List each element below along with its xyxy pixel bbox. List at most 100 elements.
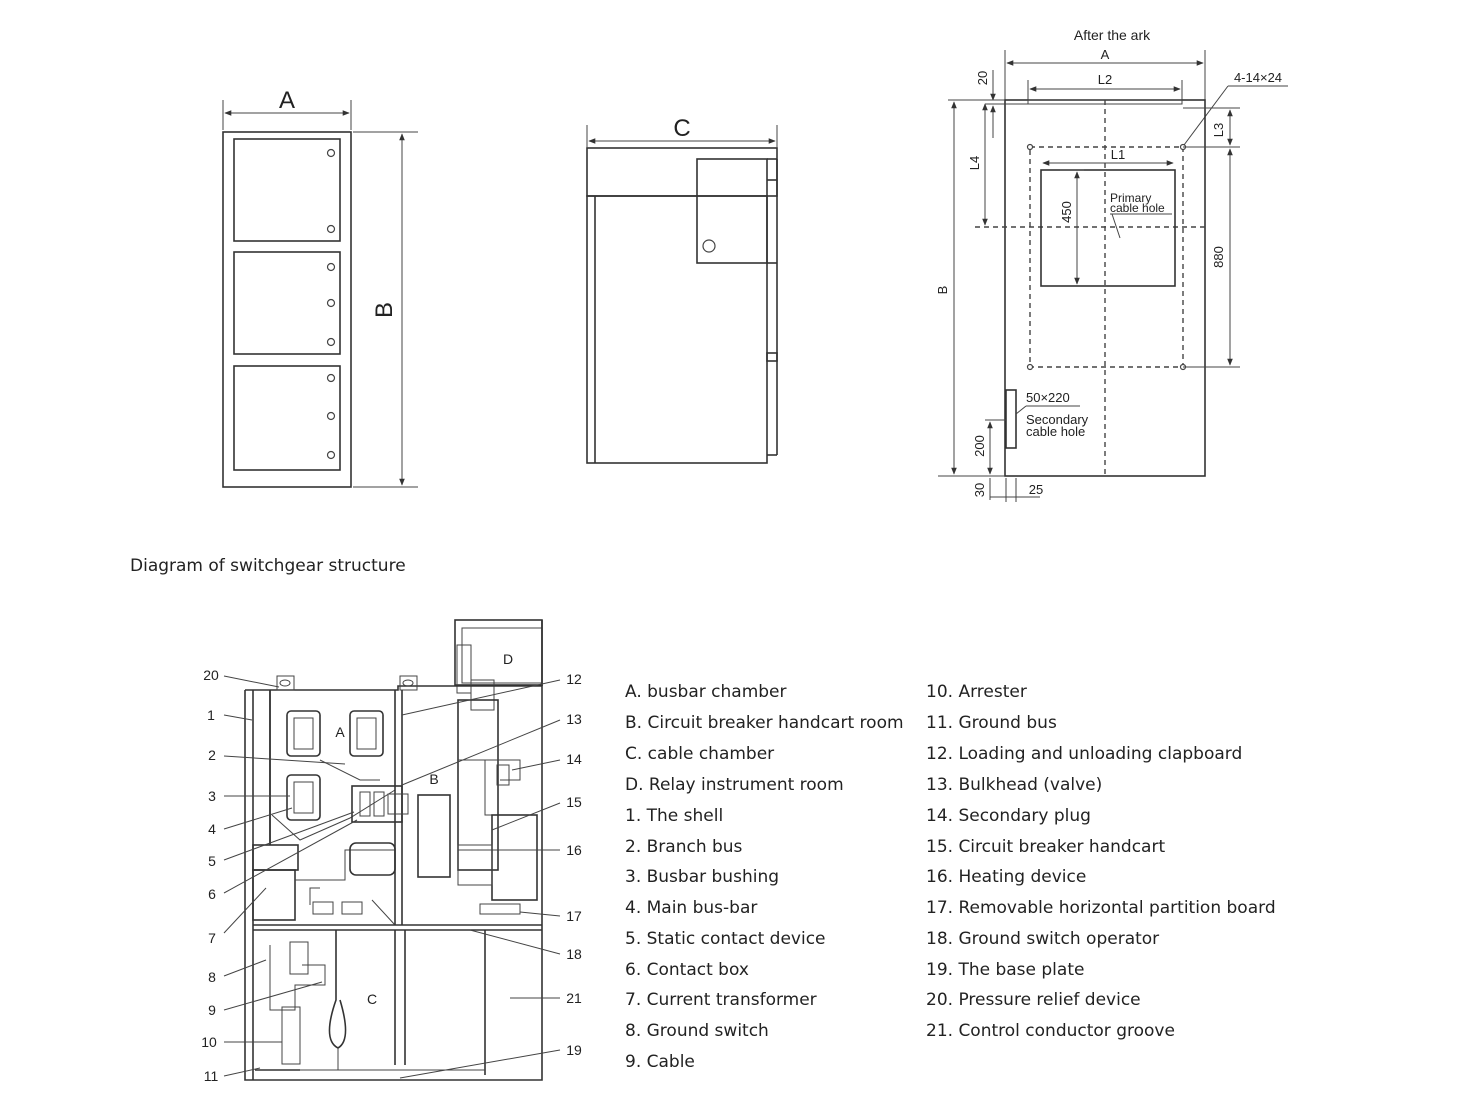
dim-30-label: 30 (972, 483, 987, 497)
dim-25-label: 25 (1029, 482, 1043, 497)
door-knob (326, 411, 336, 421)
plan-view: After the ark A L2 4-14×24 Primary cable… (935, 27, 1288, 502)
door-knob (326, 224, 336, 234)
callout-14: 14 (566, 751, 582, 767)
ground-switch (289, 941, 309, 975)
dim-b-label: B (935, 286, 950, 295)
front-lower-door (233, 365, 341, 471)
callout-10: 10 (201, 1034, 217, 1050)
relay-room-box (454, 619, 543, 686)
legend-item: C. cable chamber (625, 744, 775, 764)
callout-16: 16 (566, 842, 582, 858)
dim-l4-label: L4 (967, 156, 982, 170)
callout-19: 19 (566, 1042, 582, 1058)
circuit-breaker-block (417, 794, 451, 878)
legend-item: 17. Removable horizontal partition board (926, 898, 1276, 918)
plan-view-title: After the ark (1074, 27, 1151, 43)
legend-item: 15. Circuit breaker handcart (926, 837, 1166, 857)
legend-item: 2. Branch bus (625, 837, 743, 857)
secondary-hole-label-1: Secondary (1026, 412, 1089, 427)
front-upper-door (233, 138, 341, 242)
legend-item: 19. The base plate (926, 960, 1085, 980)
legend-item: 11. Ground bus (926, 713, 1057, 733)
side-body (586, 195, 768, 464)
dim-l3-label: L3 (1211, 123, 1226, 137)
zone-c-label: C (367, 991, 377, 1007)
dim-a-label: A (1101, 47, 1110, 62)
front-middle-door (233, 251, 341, 355)
section-outline (244, 685, 543, 1081)
contact-box (351, 785, 403, 823)
zone-b-label: B (429, 771, 438, 787)
legend-item: 3. Busbar bushing (625, 867, 780, 887)
callout-20: 20 (203, 667, 219, 683)
legend-item: 20. Pressure relief device (926, 990, 1141, 1010)
legend-item: 12. Loading and unloading clapboard (926, 744, 1243, 764)
dim-880-label: 880 (1211, 246, 1226, 268)
callout-11: 11 (204, 1068, 219, 1084)
dim-l2-label: L2 (1098, 72, 1112, 87)
legend-item: 14. Secondary plug (926, 806, 1091, 826)
dim-20-label: 20 (975, 71, 990, 85)
door-knob (326, 450, 336, 460)
callout-18: 18 (566, 946, 582, 962)
callout-21: 21 (566, 990, 582, 1006)
callout-5: 5 (208, 853, 216, 869)
dim-450-label: 450 (1059, 201, 1074, 223)
legend-item: 13. Bulkhead (valve) (926, 775, 1103, 795)
callout-15: 15 (566, 794, 582, 810)
legend-item: 4. Main bus-bar (625, 898, 758, 918)
callout-13: 13 (566, 711, 582, 727)
callout-1: 1 (207, 707, 215, 723)
legend-item: 10. Arrester (926, 682, 1027, 702)
callout-2: 2 (208, 747, 216, 763)
callout-4: 4 (208, 821, 216, 837)
legend-item: 16. Heating device (926, 867, 1087, 887)
callout-12: 12 (566, 671, 582, 687)
arrester (281, 1006, 301, 1065)
side-depth-label: C (673, 115, 690, 142)
cable (328, 930, 347, 1049)
front-cabinet-outline (222, 131, 352, 488)
side-view: C (586, 115, 778, 464)
current-transformer (252, 869, 296, 921)
door-knob (326, 148, 336, 158)
secondary-cable-hole (1005, 389, 1017, 449)
side-instrument-box (696, 158, 768, 264)
callout-6: 6 (208, 886, 216, 902)
door-knob (326, 298, 336, 308)
callout-7: 7 (208, 930, 216, 946)
legend-item: 7. Current transformer (625, 990, 817, 1010)
callout-9: 9 (208, 1002, 216, 1018)
hole-spec-label: 4-14×24 (1234, 70, 1282, 85)
dim-200-label: 200 (972, 435, 987, 457)
front-height-label: B (371, 302, 398, 318)
side-top-section (586, 147, 778, 197)
legend-item: 1. The shell (625, 806, 724, 826)
zone-d-label: D (503, 651, 513, 667)
zone-a-label: A (335, 724, 345, 740)
door-knob (326, 373, 336, 383)
front-view: A B (222, 87, 418, 488)
dim-l1-label: L1 (1111, 147, 1125, 162)
plan-dashed-frame (1029, 146, 1184, 368)
door-knob (326, 337, 336, 347)
callout-3: 3 (208, 788, 216, 804)
legend-item: A. busbar chamber (625, 682, 787, 702)
legend-item: 21. Control conductor groove (926, 1021, 1175, 1041)
legend-item: 6. Contact box (625, 960, 749, 980)
side-knob (702, 239, 716, 253)
legend-item: B. Circuit breaker handcart room (625, 713, 904, 733)
primary-hole-label-2: cable hole (1110, 201, 1165, 215)
callout-8: 8 (208, 969, 216, 985)
heating-device (479, 903, 521, 915)
slot-dim-label: 50×220 (1026, 390, 1070, 405)
legend-item: 18. Ground switch operator (926, 929, 1160, 949)
secondary-hole-label-2: cable hole (1026, 424, 1085, 439)
structure-caption: Diagram of switchgear structure (130, 556, 406, 576)
legend-item: D. Relay instrument room (625, 775, 844, 795)
legend-item: 5. Static contact device (625, 929, 826, 949)
primary-hole-label-1: Primary (1110, 191, 1151, 205)
